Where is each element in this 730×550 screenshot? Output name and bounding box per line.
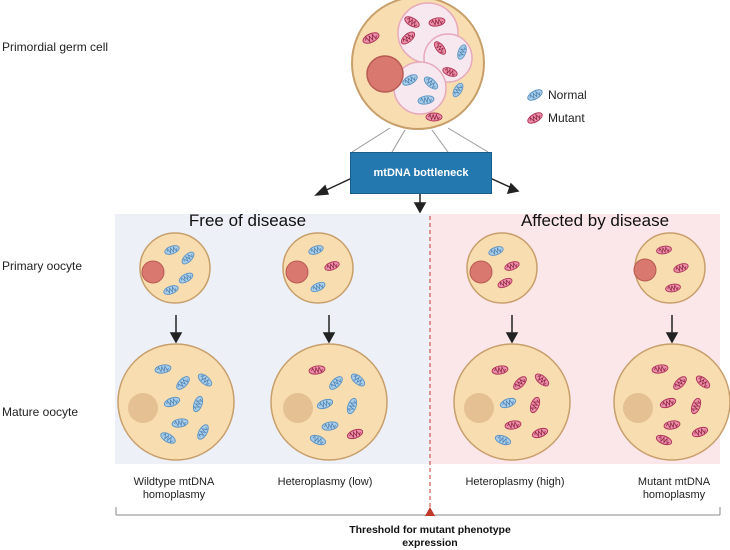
panel-title-free: Free of disease: [188, 211, 307, 230]
funnel-lines: [351, 127, 489, 153]
bottleneck-label: mtDNA bottleneck: [373, 167, 469, 179]
row-label-primordial: Primordial germ cell: [2, 40, 109, 54]
legend-normal-icon: [525, 87, 545, 103]
mature-oocyte-4: [613, 343, 730, 461]
legend-normal-label: Normal: [548, 88, 587, 102]
primary-oocyte-3: [466, 232, 538, 304]
caption-heteroplasmy-high: Heteroplasmy (high): [465, 476, 565, 488]
legend-mutant-icon: [525, 110, 545, 126]
primary-oocyte-1: [139, 232, 211, 304]
nucleus: [366, 55, 404, 93]
caption-heteroplasmy-low: Heteroplasmy (low): [277, 476, 373, 488]
mature-oocyte-3: [453, 343, 571, 461]
legend-mutant-label: Mutant: [548, 111, 585, 125]
row-label-primary: Primary oocyte: [2, 259, 83, 273]
threshold-label: Threshold for mutant phenotype expressio…: [349, 524, 511, 549]
primordial-germ-cell: [351, 0, 485, 130]
maturation-arrows: [169, 315, 679, 344]
bottleneck-arrows: [314, 177, 520, 214]
primary-oocyte-2: [282, 232, 354, 304]
threshold-marker: [425, 507, 435, 516]
mature-oocyte-1: [117, 343, 235, 461]
caption-wildtype-homoplasmy: Wildtype mtDNA homoplasmy: [133, 476, 215, 501]
primary-oocyte-4: [633, 232, 706, 304]
caption-mutant-homoplasmy: Mutant mtDNA homoplasmy: [637, 476, 711, 501]
mature-oocyte-2: [270, 343, 388, 461]
mtdna-bottleneck-box: mtDNA bottleneck: [350, 152, 492, 194]
row-label-mature: Mature oocyte: [2, 405, 79, 419]
threshold-bracket: [115, 507, 721, 516]
panel-title-affected: Affected by disease: [520, 211, 670, 230]
